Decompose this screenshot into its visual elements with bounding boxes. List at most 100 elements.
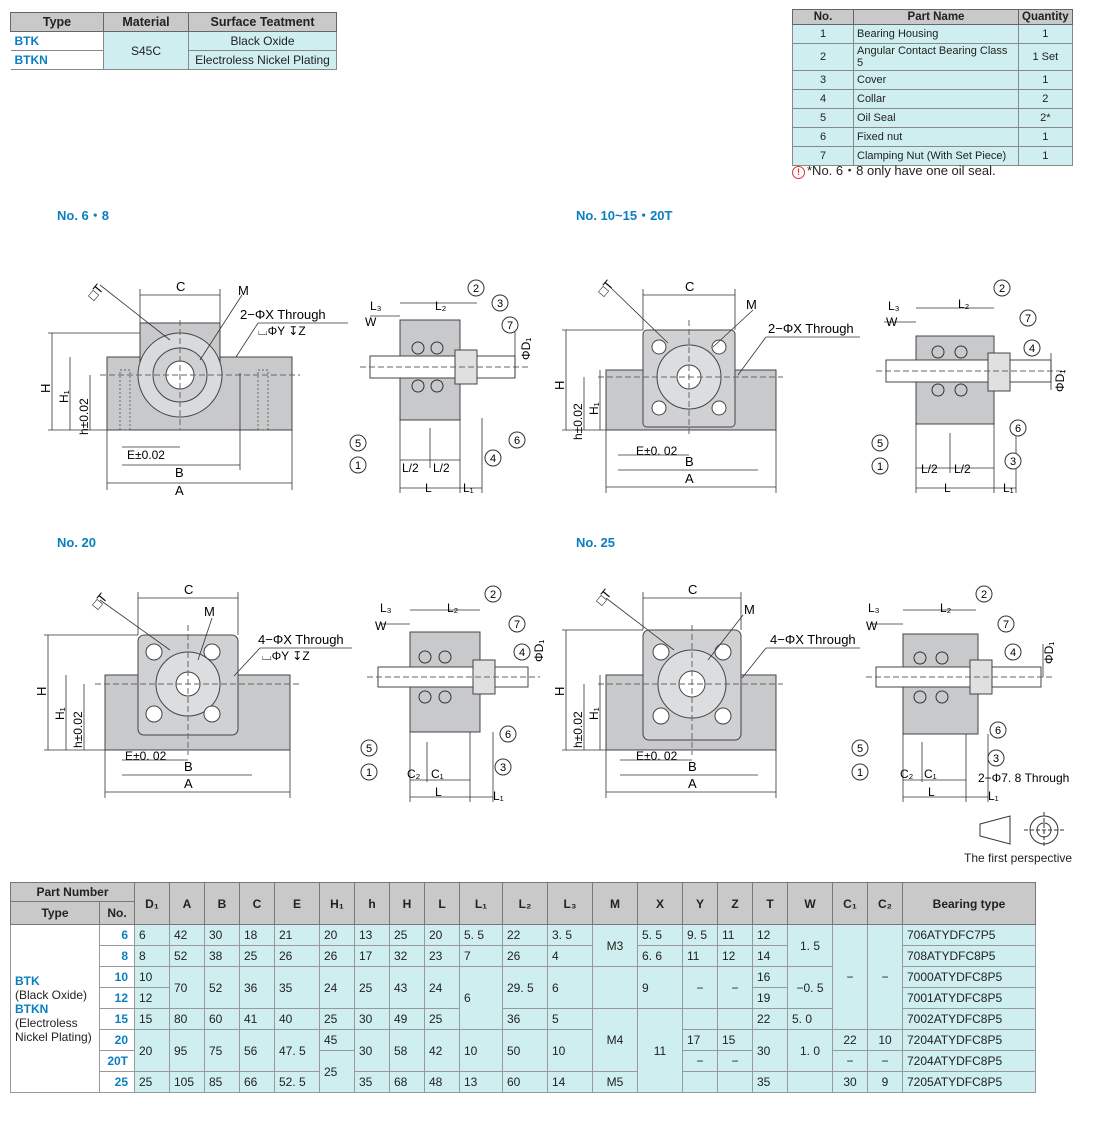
dim-c1: C₁ [431, 767, 444, 781]
cell: 9 [867, 1071, 903, 1093]
cell: 26 [319, 945, 355, 967]
cell: 12 [752, 924, 788, 946]
dim-t: □T [593, 586, 615, 608]
balloon-2: 2 [490, 589, 496, 601]
cell: 30 [832, 1071, 868, 1093]
cell: 17 [682, 1029, 718, 1051]
material-table: Type Material Surface Teatment BTK S45C … [10, 12, 337, 70]
dim-w: W [866, 619, 878, 633]
part-name: Cover [853, 70, 1019, 90]
dim-h1: H₁ [587, 707, 601, 720]
part-qty: 1 [1018, 127, 1073, 147]
cell: 25 [389, 924, 425, 946]
part-no: 1 [792, 24, 854, 44]
cell: 36 [239, 966, 275, 1009]
cell-bearing: 7205ATYDFC8P5 [902, 1071, 1036, 1093]
dim-h: H [552, 381, 567, 390]
balloon-group: 2 7 4 5 1 6 3 [851, 585, 1022, 781]
dim-b: B [184, 759, 193, 774]
cell-bearing: 7000ATYDFC8P5 [902, 966, 1036, 988]
spec-table: Part Number D₁ A B C E H₁ h H L L₁ L₂ L₃… [10, 882, 1036, 1093]
dim-a: A [184, 776, 193, 791]
cell: 25 [239, 945, 275, 967]
cell: 52 [204, 966, 240, 1009]
dim-m: M [238, 283, 249, 298]
parts-header-qty: Quantity [1018, 9, 1073, 25]
col-l2: L₂ [502, 882, 548, 925]
front-view-20: C M □T H H₁ h±0.02 E±0. 02 B A 4−ΦX Thro… [34, 582, 352, 798]
cell: 60 [204, 1008, 240, 1030]
part-name: Angular Contact Bearing Class 5 [853, 43, 1019, 71]
cell: − [867, 1050, 903, 1072]
front-view-10-20t: C M □T H h±0.02 H₁ E±0. 02 B A 2−ΦX Thro… [552, 277, 860, 493]
dim-d1: ΦD₁ [1053, 370, 1067, 392]
balloon-group: 2 7 4 5 1 6 3 [871, 279, 1041, 475]
cell: 8 [134, 945, 170, 967]
part-number-header: Part Number [10, 882, 135, 902]
cell: 26 [502, 945, 548, 967]
through-holes-label: 4−ΦX Through [258, 632, 344, 647]
balloon-2: 2 [999, 283, 1005, 295]
cell: 10 [547, 1029, 593, 1072]
cell-m3-cont [592, 966, 638, 1009]
dim-t: □T [595, 277, 617, 299]
through-holes-label: 2−ΦX Through [240, 307, 326, 322]
dim-a: A [688, 776, 697, 791]
part-no: 4 [792, 89, 854, 109]
section-title-6-8: No. 6・8 [57, 208, 110, 223]
cell-z-empty [717, 1008, 753, 1030]
cell: 26 [274, 945, 320, 967]
cell-m3: M3 [592, 924, 638, 967]
part-no: 5 [792, 108, 854, 128]
cell: 29. 5 [502, 966, 548, 1009]
side-view-10-20t: L₃ W L₂ ΦD₁ L/2 L/2 L L₁ 2 7 4 5 1 6 3 [871, 279, 1067, 495]
section-title-10-20t: No. 10~15・20T [576, 208, 673, 223]
cell: 7 [459, 945, 503, 967]
surface-nickel: Electroless Nickel Plating [188, 50, 337, 70]
part-no: 3 [792, 70, 854, 90]
cell-c2-dash: − [867, 924, 903, 1030]
table-row: 15 15 80 60 41 40 25 30 49 25 36 5 M4 11… [11, 1008, 1036, 1093]
dim-l: L [944, 481, 951, 495]
no-6: 6 [99, 924, 135, 946]
cell: 58 [389, 1029, 425, 1072]
col-a: A [169, 882, 205, 925]
dim-l1: L₁ [988, 789, 999, 803]
cell-w-neg: −0. 5 [787, 966, 833, 1009]
cell: 10 [134, 966, 170, 988]
balloon-7: 7 [1025, 313, 1031, 325]
surface-black-oxide: Black Oxide [188, 31, 337, 51]
cell: 16 [752, 966, 788, 988]
balloon-1: 1 [366, 767, 372, 779]
dim-w: W [375, 619, 387, 633]
cell: 10 [459, 1029, 503, 1072]
type-cell: BTK (Black Oxide) BTKN (Electroless Nick… [10, 924, 100, 1093]
material-value: S45C [103, 31, 189, 70]
col-m: M [592, 882, 638, 925]
cell: 68 [389, 1071, 425, 1093]
dim-c: C [685, 279, 694, 294]
dim-e: E±0. 02 [636, 749, 678, 763]
cell: 30 [204, 924, 240, 946]
col-bearing-type: Bearing type [902, 882, 1036, 925]
cell: 17 [354, 945, 390, 967]
counterbore-label: ⌴ΦY ↧Z [262, 649, 310, 663]
front-view-25: C M □T H h±0.02 H₁ E±0. 02 B A 4−ΦX Thro… [552, 582, 860, 798]
dim-c1: C₁ [924, 767, 937, 781]
dim-l3: L₃ [868, 601, 880, 615]
balloon-6: 6 [514, 435, 520, 447]
first-angle-projection-icon [979, 812, 1064, 848]
cell-z-dash-20t: − [717, 1050, 753, 1072]
balloon-1: 1 [355, 460, 361, 472]
part-qty: 2 [1018, 89, 1073, 109]
warning-icon: ! [792, 166, 805, 179]
col-e: E [274, 882, 320, 925]
cell: 15 [134, 1008, 170, 1030]
dim-d1: ΦD₁ [532, 640, 545, 662]
parts-header-no: No. [792, 9, 854, 25]
cell: 6 [134, 924, 170, 946]
header-material: Material [103, 12, 189, 32]
dim-h1: H₁ [53, 707, 67, 720]
